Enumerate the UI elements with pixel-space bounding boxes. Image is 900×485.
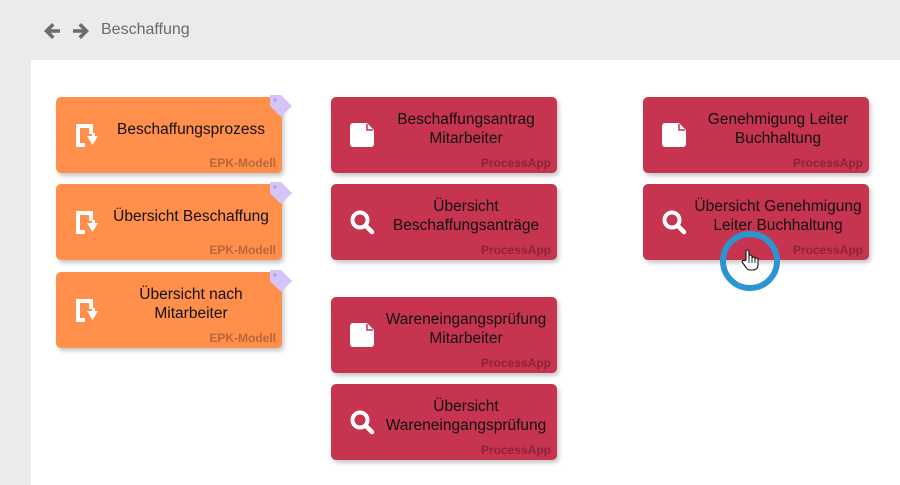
tile-type-label: EPK-Modell	[209, 331, 276, 345]
tile-beschaffungsantrag-mitarbeiter[interactable]: Beschaffungsantrag Mitarbeiter ProcessAp…	[331, 97, 557, 173]
tile-uebersicht-wareneingangspruefung[interactable]: Übersicht Wareneingangsprüfung ProcessAp…	[331, 384, 557, 460]
document-icon	[348, 321, 376, 349]
epk-model-icon	[73, 208, 101, 236]
document-icon	[660, 121, 688, 149]
arrow-left-icon	[44, 23, 60, 39]
tile-type-label: ProcessApp	[480, 443, 551, 457]
breadcrumb[interactable]: Beschaffung	[101, 21, 190, 38]
tile-genehmigung-leiter-buchhaltung[interactable]: Genehmigung Leiter Buchhaltung ProcessAp…	[643, 97, 869, 173]
click-indicator-ring	[720, 231, 780, 291]
tile-uebersicht-nach-mitarbeiter[interactable]: Übersicht nach Mitarbeiter EPK-Modell	[56, 270, 292, 348]
tile-title: Wareneingangsprüfung Mitarbeiter	[385, 311, 547, 347]
tile-title: Übersicht Genehmigung Leiter Buchhaltung	[694, 198, 862, 234]
tile-type-label: ProcessApp	[792, 243, 863, 257]
arrow-right-icon	[73, 23, 89, 39]
back-button[interactable]	[41, 20, 63, 42]
tile-type-label: EPK-Modell	[209, 156, 276, 170]
document-icon	[348, 121, 376, 149]
epk-model-icon	[73, 296, 101, 324]
tile-title: Übersicht nach Mitarbeiter	[139, 286, 243, 322]
tile-title: Beschaffungsprozess	[117, 120, 265, 138]
tile-title: Übersicht Beschaffungsanträge	[392, 198, 540, 234]
tile-type-label: ProcessApp	[480, 156, 551, 170]
tile-title: Beschaffungsantrag Mitarbeiter	[397, 111, 535, 147]
tile-beschaffungsprozess[interactable]: Beschaffungsprozess EPK-Modell	[56, 95, 292, 173]
tile-type-label: EPK-Modell	[209, 243, 276, 257]
top-bar: Beschaffung	[0, 0, 900, 60]
tile-type-label: ProcessApp	[480, 243, 551, 257]
tile-title: Übersicht Beschaffung	[113, 207, 269, 225]
hand-pointer-cursor-icon	[741, 249, 759, 271]
forward-button[interactable]	[70, 20, 92, 42]
tile-uebersicht-genehmigung-leiter-buchhaltung[interactable]: Übersicht Genehmigung Leiter Buchhaltung…	[643, 184, 869, 260]
search-icon	[348, 208, 376, 236]
search-icon	[660, 208, 688, 236]
tag-icon[interactable]	[268, 180, 294, 206]
tag-icon[interactable]	[268, 268, 294, 294]
tile-title: Übersicht Wareneingangsprüfung	[385, 398, 547, 434]
tag-icon[interactable]	[268, 93, 294, 119]
tile-type-label: ProcessApp	[480, 356, 551, 370]
tile-uebersicht-beschaffung[interactable]: Übersicht Beschaffung EPK-Modell	[56, 182, 292, 260]
search-icon	[348, 408, 376, 436]
tile-title: Genehmigung Leiter Buchhaltung	[707, 111, 849, 147]
tile-uebersicht-beschaffungsantraege[interactable]: Übersicht Beschaffungsanträge ProcessApp	[331, 184, 557, 260]
tile-wareneingangspruefung-mitarbeiter[interactable]: Wareneingangsprüfung Mitarbeiter Process…	[331, 297, 557, 373]
tile-type-label: ProcessApp	[792, 156, 863, 170]
epk-model-icon	[73, 121, 101, 149]
